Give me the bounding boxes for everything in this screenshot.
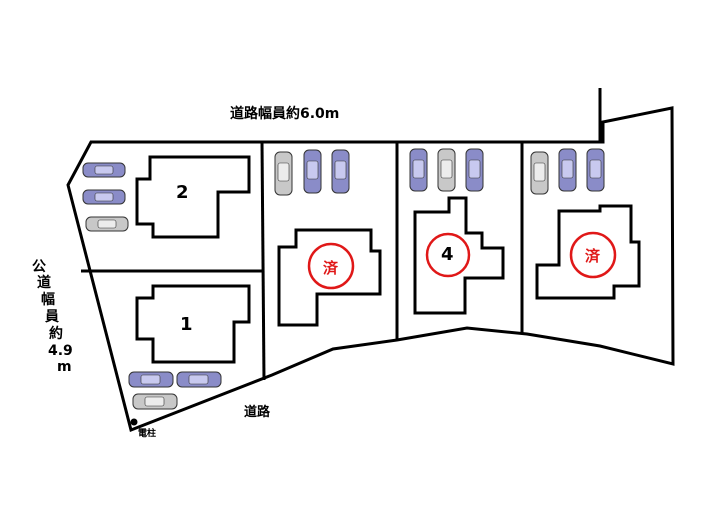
building-lot-1 — [135, 284, 251, 364]
side-road-char: m — [57, 359, 72, 375]
car-icon — [437, 148, 456, 192]
sold-circle-icon — [307, 242, 355, 290]
building-lot-4 — [413, 196, 505, 315]
lot-divider-b — [260, 141, 266, 381]
car-icon — [82, 189, 126, 205]
car-icon — [558, 148, 577, 192]
car-icon — [128, 371, 174, 388]
car-icon — [465, 148, 484, 192]
side-road-char: 公 — [32, 259, 46, 275]
road-label: 道路 — [244, 405, 271, 420]
building-lot-2 — [135, 155, 251, 239]
building-lot-5 — [535, 204, 641, 300]
sold-circle-icon — [569, 231, 617, 279]
utility-pole-label: 電柱 — [138, 429, 157, 439]
sold-mark-lot-5: 済 — [585, 247, 601, 265]
building-lot-3 — [277, 228, 382, 327]
side-road-char: 員 — [45, 309, 59, 325]
lot-number-4: 4 — [441, 244, 454, 265]
side-road-width-label: 公 道 幅 員 約 4.9 m — [28, 258, 78, 378]
car-icon — [85, 216, 129, 232]
utility-pole-icon — [130, 418, 138, 426]
car-icon — [303, 149, 322, 194]
car-icon — [132, 393, 178, 410]
car-icon — [409, 148, 428, 192]
car-icon — [82, 162, 126, 178]
car-icon — [176, 371, 222, 388]
side-road-char: 4.9 — [48, 343, 73, 359]
car-icon — [331, 149, 350, 194]
number-circle-icon — [425, 232, 471, 278]
sold-mark-lot-3: 済 — [323, 259, 339, 277]
side-road-char: 約 — [49, 326, 63, 342]
road-width-label: 道路幅員約6.0m — [230, 106, 340, 122]
lot-number-1: 1 — [180, 314, 193, 335]
car-icon — [586, 148, 605, 192]
car-icon — [274, 151, 293, 196]
side-road-char: 幅 — [41, 292, 55, 308]
side-road-char: 道 — [37, 275, 51, 291]
car-icon — [530, 151, 549, 195]
site-outline — [66, 106, 675, 433]
lot-number-2: 2 — [176, 182, 189, 203]
